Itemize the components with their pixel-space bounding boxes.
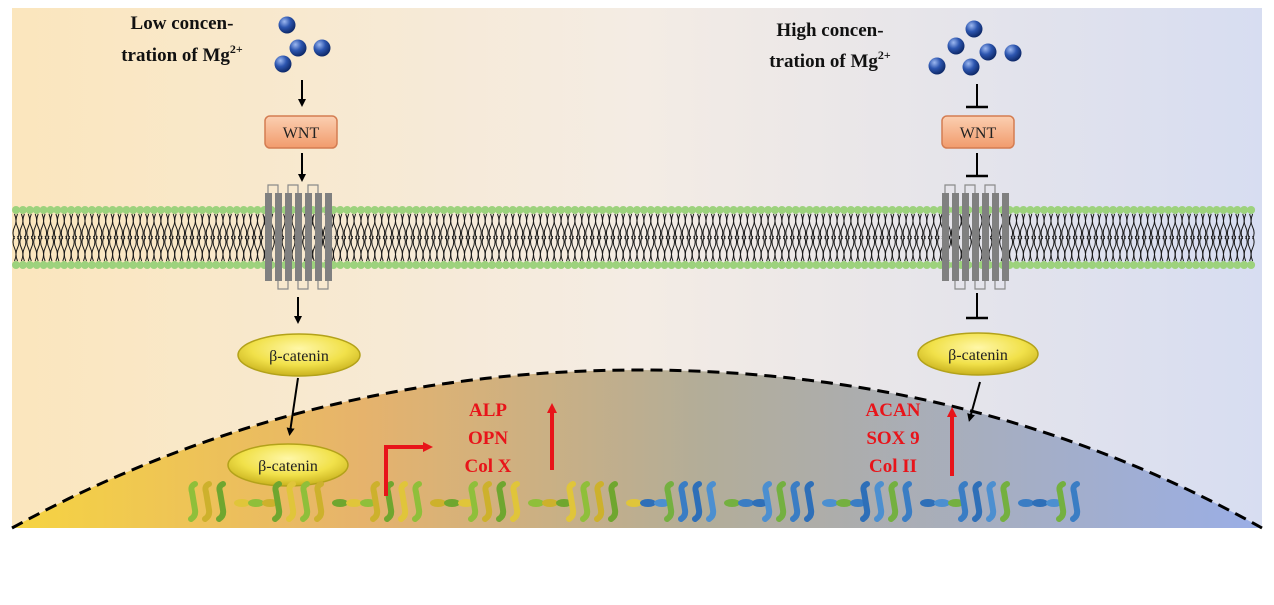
mg-ion-icon xyxy=(1004,44,1022,62)
wnt-label-left: WNT xyxy=(283,125,320,142)
activation-arrow-icon xyxy=(967,381,981,422)
nuclear-envelope xyxy=(11,368,1263,530)
inhibition-tbar-icon xyxy=(966,84,988,109)
wnt-box-right xyxy=(941,115,1015,149)
mg-ion-icon xyxy=(965,20,983,38)
mg-ion-icon xyxy=(962,58,980,76)
beta-catenin-left-cytoplasm xyxy=(237,333,361,377)
transcription-start-arrow-icon xyxy=(384,442,433,496)
beta-catenin-right xyxy=(917,332,1039,376)
low-concentration-label-line1: Low concen- xyxy=(131,13,234,34)
mg-ion-icon xyxy=(947,37,965,55)
gene-label: ALP xyxy=(469,400,507,421)
wnt-label-right: WNT xyxy=(960,125,997,142)
wnt-box-left xyxy=(264,115,338,149)
mg-ion-icon xyxy=(278,16,296,34)
gene-label: OPN xyxy=(468,428,508,449)
gene-label: Col II xyxy=(869,456,917,477)
gene-label: SOX 9 xyxy=(866,428,919,449)
receptor-icon xyxy=(942,184,1009,290)
mg-ion-icon xyxy=(313,39,331,57)
activation-arrow-icon xyxy=(286,377,299,436)
mg-ion-icon xyxy=(928,57,946,75)
mg-ion-icon xyxy=(979,43,997,61)
beta-catenin-label-right: β-catenin xyxy=(948,347,1008,364)
mg-ions-high xyxy=(928,20,1022,76)
beta-catenin-label-left-cytoplasm: β-catenin xyxy=(269,348,329,365)
mg-ion-icon xyxy=(274,55,292,73)
mg-ions-low xyxy=(274,16,331,73)
inhibition-tbar-icon xyxy=(966,153,988,178)
gene-label: ACAN xyxy=(866,400,921,421)
gene-label: Col X xyxy=(465,456,512,477)
beta-catenin-label-left-nucleus: β-catenin xyxy=(258,458,318,475)
low-concentration-label-line2: tration of Mg2+ xyxy=(121,42,243,66)
high-concentration-label-line2: tration of Mg2+ xyxy=(769,48,891,72)
inhibition-tbar-icon xyxy=(966,293,988,320)
mg-ion-icon xyxy=(289,39,307,57)
receptor-icon xyxy=(265,184,332,290)
dna-helix-icon xyxy=(188,481,1081,522)
high-concentration-label-line1: High concen- xyxy=(776,20,883,41)
